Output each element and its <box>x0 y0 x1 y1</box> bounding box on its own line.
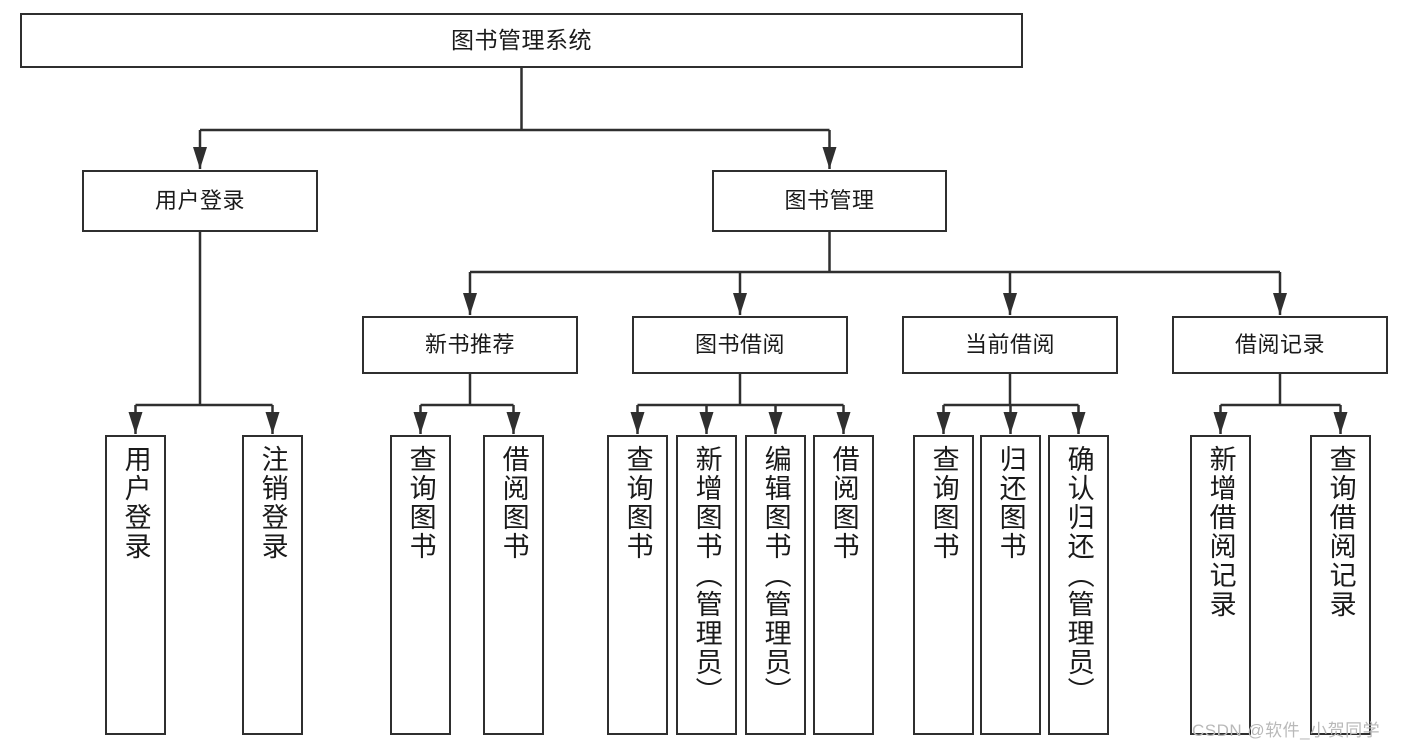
leaf-edit-book[interactable]: 编辑图书（管理员） <box>745 435 806 735</box>
node-label: 图书借阅 <box>694 332 785 358</box>
node-label: 新书推荐 <box>424 332 515 358</box>
node-label: 确认归还（管理员） <box>1063 445 1094 706</box>
leaf-add-borrow-record[interactable]: 新增借阅记录 <box>1190 435 1251 735</box>
node-label: 借阅图书 <box>828 445 859 561</box>
node-label: 用户登录 <box>120 445 151 561</box>
watermark: CSDN @软件_小贺同学 <box>1192 721 1381 740</box>
leaf-query-book-1[interactable]: 查询图书 <box>390 435 451 735</box>
node-label: 借阅图书 <box>498 445 529 561</box>
leaf-return-book[interactable]: 归还图书 <box>980 435 1041 735</box>
node-borrow-record[interactable]: 借阅记录 <box>1172 316 1388 374</box>
leaf-query-borrow-record[interactable]: 查询借阅记录 <box>1310 435 1371 735</box>
leaf-query-book-3[interactable]: 查询图书 <box>913 435 974 735</box>
node-book-borrow[interactable]: 图书借阅 <box>632 316 848 374</box>
node-label: 查询图书 <box>622 445 653 561</box>
node-label: 归还图书 <box>995 445 1026 561</box>
node-label: 查询图书 <box>928 445 959 561</box>
node-label: 图书管理 <box>784 188 875 214</box>
node-label: 借阅记录 <box>1234 332 1325 358</box>
node-label: 用户登录 <box>154 188 245 214</box>
node-label: 当前借阅 <box>964 332 1055 358</box>
leaf-confirm-return[interactable]: 确认归还（管理员） <box>1048 435 1109 735</box>
node-label: 查询图书 <box>405 445 436 561</box>
node-user-login[interactable]: 用户登录 <box>82 170 318 232</box>
node-label: 新增图书（管理员） <box>691 445 722 706</box>
node-root[interactable]: 图书管理系统 <box>20 13 1023 68</box>
leaf-user-login[interactable]: 用户登录 <box>105 435 166 735</box>
node-book-manage[interactable]: 图书管理 <box>712 170 947 232</box>
node-label: 注销登录 <box>257 445 288 561</box>
node-new-book-recommend[interactable]: 新书推荐 <box>362 316 578 374</box>
node-label: 编辑图书（管理员） <box>760 445 791 706</box>
node-label: 图书管理系统 <box>451 26 592 53</box>
leaf-add-book[interactable]: 新增图书（管理员） <box>676 435 737 735</box>
leaf-logout[interactable]: 注销登录 <box>242 435 303 735</box>
leaf-borrow-book-2[interactable]: 借阅图书 <box>813 435 874 735</box>
node-label: 新增借阅记录 <box>1205 445 1236 619</box>
node-current-borrow[interactable]: 当前借阅 <box>902 316 1118 374</box>
leaf-borrow-book-1[interactable]: 借阅图书 <box>483 435 544 735</box>
leaf-query-book-2[interactable]: 查询图书 <box>607 435 668 735</box>
node-label: 查询借阅记录 <box>1325 445 1356 619</box>
